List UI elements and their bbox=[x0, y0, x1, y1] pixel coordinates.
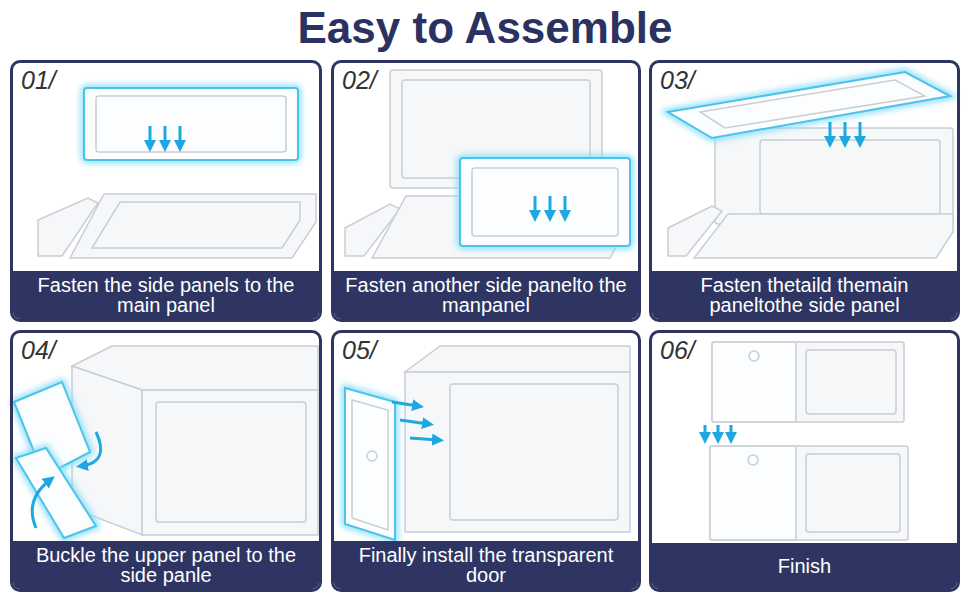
step-caption: Fasten another side panelto the manpanel bbox=[342, 275, 630, 315]
main-panel bbox=[694, 214, 953, 258]
side-panel bbox=[84, 88, 298, 160]
side-panel-inset bbox=[96, 96, 286, 152]
arrow bbox=[410, 438, 438, 440]
arrow bbox=[717, 425, 720, 438]
step-number: 06/ bbox=[660, 336, 720, 364]
caption-band: Fasten thetaild themain paneltothe side … bbox=[652, 271, 957, 319]
side-panel-inset bbox=[472, 168, 618, 236]
box-body bbox=[715, 128, 953, 224]
title-bar: Easy to Assemble bbox=[0, 2, 970, 54]
box-front-inset bbox=[156, 402, 306, 522]
lower-box bbox=[710, 446, 908, 540]
arrow bbox=[82, 432, 101, 466]
arrow bbox=[549, 196, 552, 216]
step-number: 03/ bbox=[660, 66, 720, 94]
step-panel: 05/Finally install the transparent door bbox=[331, 330, 641, 592]
step-caption: Buckle the upper panel to the side panle bbox=[21, 545, 311, 585]
panel-glow bbox=[460, 158, 630, 246]
caption-band: Buckle the upper panel to the side panle bbox=[13, 541, 319, 589]
down-arrows bbox=[535, 196, 565, 216]
upper-box-inset bbox=[806, 350, 896, 414]
down-arrows bbox=[830, 122, 860, 142]
arrow bbox=[32, 480, 50, 528]
step5-figure bbox=[345, 346, 630, 540]
step-number: 04/ bbox=[21, 336, 81, 364]
lower-door bbox=[710, 446, 796, 540]
upper-door bbox=[712, 342, 796, 422]
lower-box-inset bbox=[806, 454, 900, 532]
lid-panel-inset bbox=[700, 80, 925, 128]
curved-arrows bbox=[32, 432, 100, 528]
title: Easy to Assemble bbox=[298, 3, 673, 52]
step-number: 05/ bbox=[342, 336, 402, 364]
box-front bbox=[142, 390, 318, 535]
caption-band: Finish bbox=[652, 543, 957, 589]
arrow bbox=[534, 196, 537, 216]
door-hole bbox=[748, 455, 758, 465]
box-body-inset bbox=[760, 140, 940, 214]
arrow bbox=[730, 425, 733, 438]
step6-figure bbox=[705, 342, 908, 540]
side-panel bbox=[460, 158, 630, 246]
lid-glow bbox=[668, 72, 950, 138]
box-front-inset bbox=[450, 384, 618, 520]
arrow bbox=[164, 126, 167, 146]
main-panel bbox=[70, 194, 316, 258]
box-front bbox=[405, 372, 630, 532]
caption-band: Fasten the side panels to the main panel bbox=[13, 271, 319, 319]
step-number: 02/ bbox=[342, 66, 402, 94]
step3-figure bbox=[668, 72, 953, 258]
flap-glow bbox=[16, 448, 96, 538]
caption-band: Fasten another side panelto the manpanel bbox=[334, 271, 638, 319]
arrow bbox=[149, 126, 152, 146]
step-caption: Finish bbox=[778, 556, 831, 576]
step-caption: Fasten thetaild themain paneltothe side … bbox=[660, 275, 949, 315]
step-caption: Fasten the side panels to the main panel bbox=[21, 275, 311, 315]
lid-panel bbox=[668, 72, 950, 138]
step2-figure bbox=[345, 70, 630, 258]
arrow bbox=[844, 122, 847, 142]
arrow bbox=[179, 126, 182, 146]
door-hole bbox=[367, 451, 377, 461]
caption-band: Finally install the transparent door bbox=[334, 541, 638, 589]
arrow bbox=[564, 196, 567, 216]
step-panel: 01/Fasten the side panels to the main pa… bbox=[10, 60, 322, 322]
step-panel: 04/Buckle the upper panel to the side pa… bbox=[10, 330, 322, 592]
step-number: 01/ bbox=[21, 66, 81, 94]
down-arrows bbox=[150, 126, 180, 146]
step-panel: 06/Finish bbox=[649, 330, 960, 592]
arrow bbox=[704, 425, 707, 438]
door bbox=[345, 388, 395, 540]
step1-figure bbox=[38, 88, 316, 258]
lower-flap bbox=[16, 448, 96, 538]
main-panel-inset bbox=[92, 202, 300, 248]
step-caption: Finally install the transparent door bbox=[342, 545, 630, 585]
upper-box bbox=[712, 342, 904, 422]
step-panel: 02/Fasten another side panelto the manpa… bbox=[331, 60, 641, 322]
door-hole bbox=[749, 351, 759, 361]
right-arrows bbox=[392, 402, 438, 440]
down-arrows bbox=[705, 425, 731, 438]
arrow bbox=[859, 122, 862, 142]
door-inset bbox=[352, 400, 388, 530]
arrow bbox=[400, 420, 428, 424]
box-top bbox=[405, 346, 630, 372]
door-glow bbox=[345, 388, 395, 540]
arrow bbox=[392, 402, 418, 406]
step-panel: 03/Fasten thetaild themain paneltothe si… bbox=[649, 60, 960, 322]
arrow bbox=[829, 122, 832, 142]
step4-figure bbox=[14, 346, 318, 538]
panel-glow bbox=[84, 88, 298, 160]
